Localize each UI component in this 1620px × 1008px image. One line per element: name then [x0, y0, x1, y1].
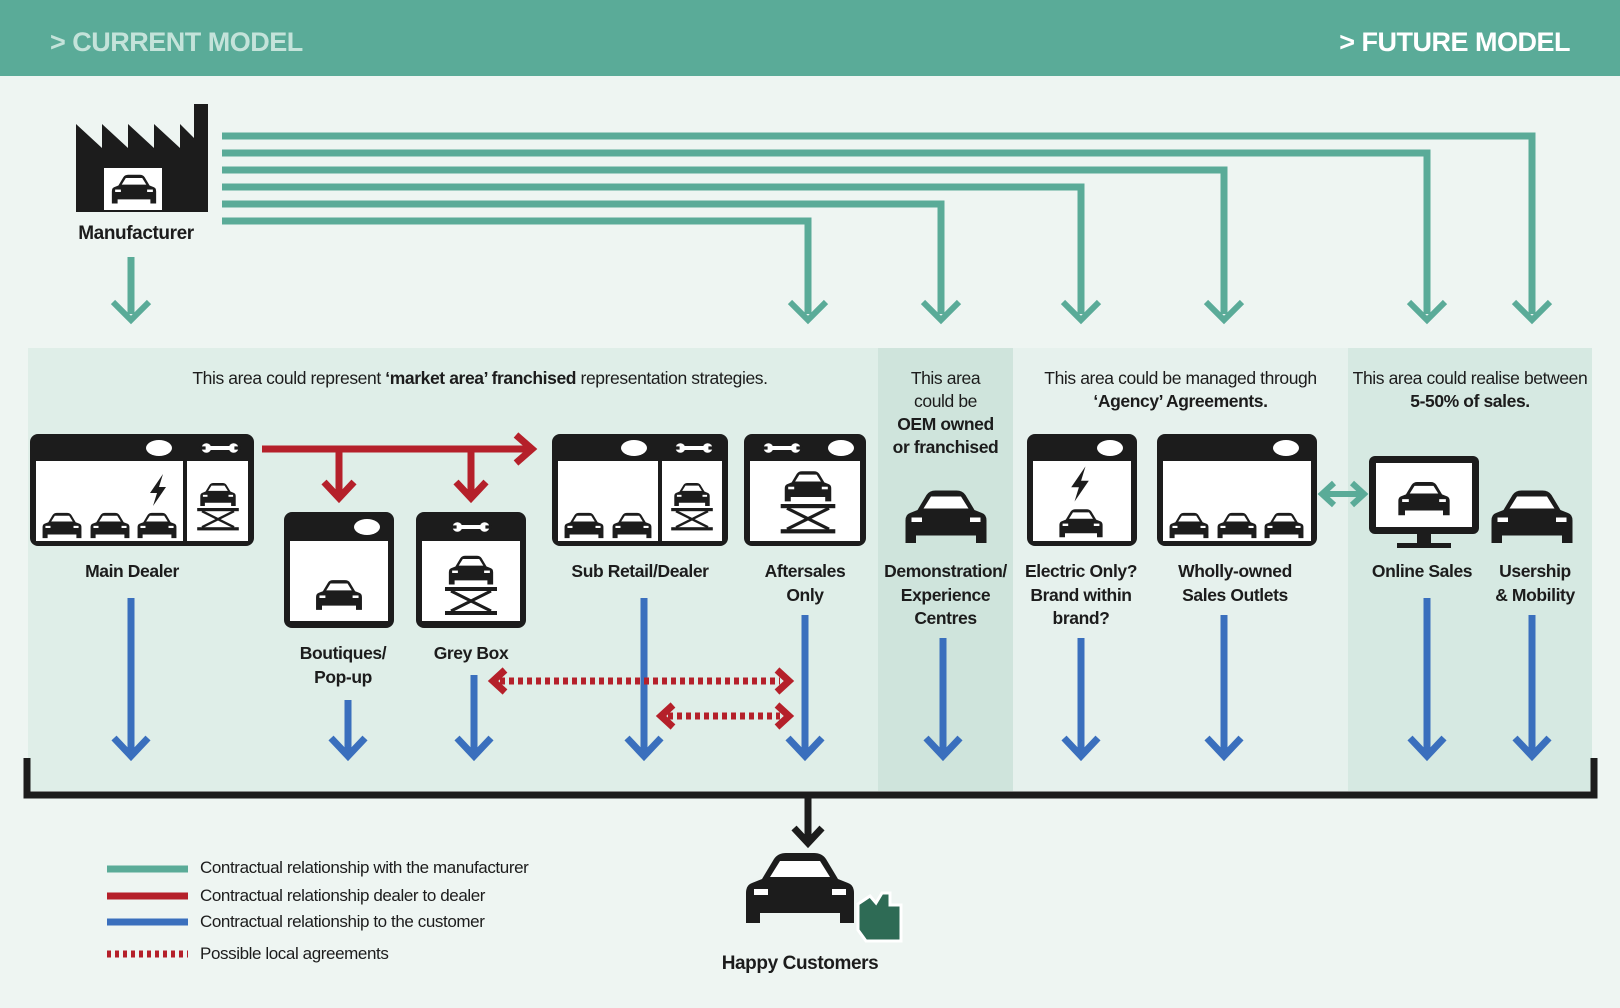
relationship-diagram	[23, 104, 1598, 958]
customer-relationship-arrows	[111, 598, 1552, 762]
manufacturer-relationship-lines	[127, 132, 1536, 314]
main-dealer-label: Main Dealer	[85, 561, 179, 581]
market-area-caption: This area could represent ‘market area’ …	[192, 368, 768, 388]
online-sales-monitor-icon	[1369, 456, 1479, 548]
future-model-title: > FUTURE MODEL	[1339, 27, 1570, 57]
aftersales-icon	[744, 434, 866, 546]
manufacturer-label: Manufacturer	[78, 223, 194, 244]
dealer-to-dealer-lines	[262, 432, 538, 504]
boutiques-icon	[284, 512, 394, 628]
online-area-panel	[1348, 348, 1592, 791]
online-area-caption: This area could realise between 5-50% of…	[1352, 368, 1588, 411]
oem-area-caption: This area could be OEM owned or franchis…	[892, 368, 999, 457]
grey-box-icon	[416, 512, 526, 628]
electric-icon	[1027, 434, 1137, 546]
legend-manufacturer: Contractual relationship with the manufa…	[200, 858, 529, 877]
main-dealer-icon	[30, 434, 254, 546]
current-model-title: > CURRENT MODEL	[50, 27, 303, 57]
grey-box-label: Grey Box	[433, 643, 509, 663]
legend-customer: Contractual relationship to the customer	[200, 912, 485, 931]
local-agreement-lines	[487, 667, 795, 730]
wholly-owned-icon	[1157, 434, 1317, 546]
usership-label: Usership& Mobility	[1495, 561, 1575, 605]
sub-retail-label: Sub Retail/Dealer	[571, 561, 709, 581]
legend-local-agreements: Possible local agreements	[200, 944, 389, 963]
happy-customers-label: Happy Customers	[721, 953, 879, 974]
agency-online-link-arrow	[1317, 480, 1369, 508]
header-bar: > CURRENT MODEL > FUTURE MODEL	[0, 0, 1620, 76]
legend-dealer-to-dealer: Contractual relationship dealer to deale…	[200, 886, 486, 905]
factory-icon	[76, 104, 208, 212]
customer-bracket	[23, 758, 1598, 849]
happy-customers-icon	[746, 853, 903, 943]
online-sales-label: Online Sales	[1371, 561, 1473, 581]
sub-retail-icon	[552, 434, 728, 546]
agency-area-panel	[1013, 348, 1348, 791]
manufacturer-arrowheads	[110, 299, 1553, 325]
legend-swatches	[107, 865, 188, 958]
agency-area-caption: This area could be managed through ‘Agen…	[1044, 368, 1317, 411]
boutiques-label: Boutiques/Pop-up	[299, 643, 387, 687]
